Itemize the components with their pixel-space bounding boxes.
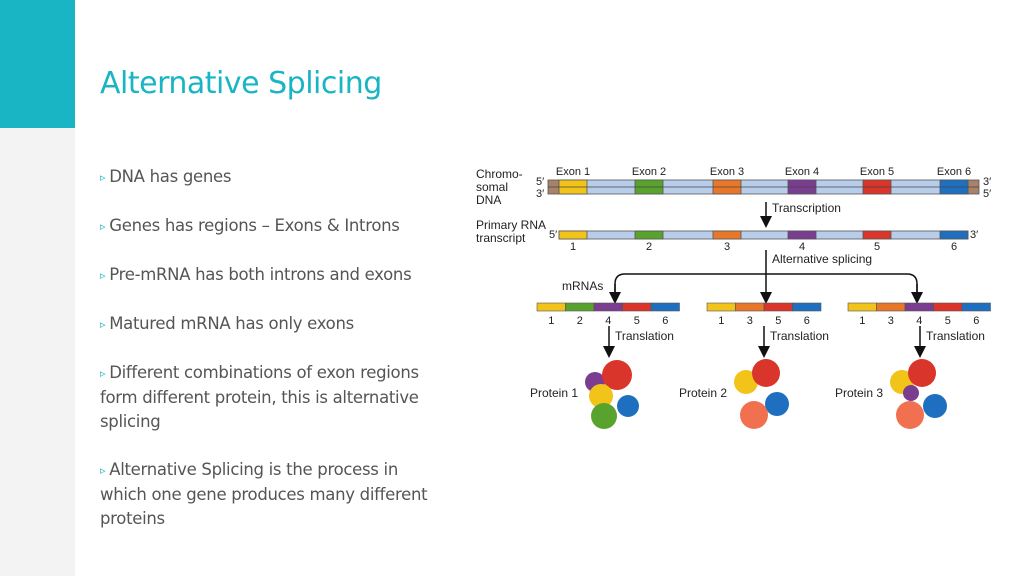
bullet-item: ▹Alternative Splicing is the process in … [100, 460, 428, 528]
mrna-exon-number: 4 [916, 315, 922, 327]
mrna-exon-segment [876, 302, 906, 312]
translation-label-1: Translation [615, 329, 674, 343]
primary-rna-bar [558, 230, 969, 240]
rna-exon-number: 6 [951, 241, 957, 253]
bullet-item: ▹Matured mRNA has only exons [100, 314, 354, 333]
translation-label-2: Translation [770, 329, 829, 343]
protein-1-label: Protein 1 [530, 386, 578, 400]
transcription-label: Transcription [772, 201, 841, 215]
dna-label-line: Chromo- [476, 167, 523, 181]
dna-5prime-left: 5′ [536, 176, 544, 188]
mrna-exon-segment [763, 302, 793, 312]
mrna-exon-number: 6 [973, 315, 979, 327]
exon-label: Exon 2 [632, 166, 666, 178]
triangle-bullet-icon: ▹ [100, 220, 106, 233]
rna-label-line: Primary RNA [476, 218, 546, 232]
bullet-item: ▹Different combinations of exon regions … [100, 363, 419, 431]
exon-label: Exon 4 [785, 166, 819, 178]
mrna-exon-number: 6 [804, 315, 810, 327]
mrna-exon-number: 1 [548, 315, 554, 327]
rna-3prime: 3′ [970, 229, 978, 241]
protein-3-label: Protein 3 [835, 386, 883, 400]
mrna-bars: 1 2 4 5 6 1 3 5 6 1 3 4 5 6 [536, 302, 991, 327]
bullet-item: ▹DNA has genes [100, 167, 232, 186]
rna-exon [862, 230, 892, 240]
mrna-exon-number: 5 [775, 315, 781, 327]
rna-exon-number: 1 [570, 241, 576, 253]
triangle-bullet-icon: ▹ [100, 367, 106, 380]
bullet-item: ▹Genes has regions – Exons & Introns [100, 216, 400, 235]
mrna-exon-number: 1 [859, 315, 865, 327]
mrna-exon-number: 1 [718, 315, 724, 327]
bullet-item: ▹Pre-mRNA has both introns and exons [100, 265, 412, 284]
dna-3prime-left: 3′ [536, 188, 544, 200]
mrnas-label: mRNAs [562, 279, 603, 293]
mrna-exon-segment [536, 302, 566, 312]
rna-exon-number: 5 [874, 241, 880, 253]
dna-label-line: DNA [476, 193, 501, 207]
mrna-exon-number: 4 [605, 315, 611, 327]
rna-exon-number: 2 [646, 241, 652, 253]
rna-exon-numbers: 1 2 3 4 5 6 [570, 241, 957, 253]
rna-exon [712, 230, 742, 240]
rna-exon-number: 4 [799, 241, 805, 253]
protein-2-blob [734, 359, 789, 429]
dna-5prime-right: 5′ [983, 188, 991, 200]
rna-label-line: transcript [476, 231, 526, 245]
protein-3-blob [890, 359, 947, 429]
rna-5prime: 5′ [549, 229, 557, 241]
mrna-exon-segment [961, 302, 991, 312]
mrna-exon-number: 6 [662, 315, 668, 327]
mrna-exon-segment [650, 302, 680, 312]
rna-intron-region [558, 230, 969, 240]
mrna-exon-segment [904, 302, 934, 312]
mrna-exon-segment [565, 302, 595, 312]
alternative-splicing-diagram: Chromo- somal DNA Primary RNA transcript… [476, 166, 991, 429]
triangle-bullet-icon: ▹ [100, 464, 106, 477]
accent-block [0, 0, 75, 128]
dna-label-line: somal [476, 180, 508, 194]
triangle-bullet-icon: ▹ [100, 171, 106, 184]
bullet-list: ▹DNA has genes ▹Genes has regions – Exon… [100, 165, 445, 555]
exon-label: Exon 1 [556, 166, 590, 178]
rna-exon [787, 230, 817, 240]
alternative-splicing-label: Alternative splicing [772, 252, 872, 266]
mrna-exon-number: 5 [945, 315, 951, 327]
mrna-exon-segment [622, 302, 652, 312]
mrna-exon-segment [792, 302, 822, 312]
triangle-bullet-icon: ▹ [100, 318, 106, 331]
mrna-exon-number: 2 [577, 315, 583, 327]
rna-exon-number: 3 [724, 241, 730, 253]
mrna-exon-segment [706, 302, 736, 312]
dna-3prime-right: 3′ [983, 176, 991, 188]
mrna-exon-segment [933, 302, 963, 312]
exon-label: Exon 3 [710, 166, 744, 178]
exon-label: Exon 5 [860, 166, 894, 178]
protein-1-blob [585, 360, 639, 429]
rna-exon [558, 230, 588, 240]
slide-title: Alternative Splicing [100, 66, 382, 101]
mrna-exon-segment [735, 302, 765, 312]
exon-label: Exon 6 [937, 166, 971, 178]
dna-double-strand [547, 179, 980, 195]
rna-exon [634, 230, 664, 240]
translation-label-3: Translation [926, 329, 985, 343]
triangle-bullet-icon: ▹ [100, 269, 106, 282]
mrna-exon-number: 3 [747, 315, 753, 327]
mrna-exon-segment [593, 302, 623, 312]
rna-exon [939, 230, 969, 240]
protein-2-label: Protein 2 [679, 386, 727, 400]
exon-labels: Exon 1 Exon 2 Exon 3 Exon 4 Exon 5 Exon 6 [556, 166, 971, 178]
mrna-exon-number: 5 [634, 315, 640, 327]
mrna-exon-segment [847, 302, 877, 312]
mrna-exon-number: 3 [888, 315, 894, 327]
